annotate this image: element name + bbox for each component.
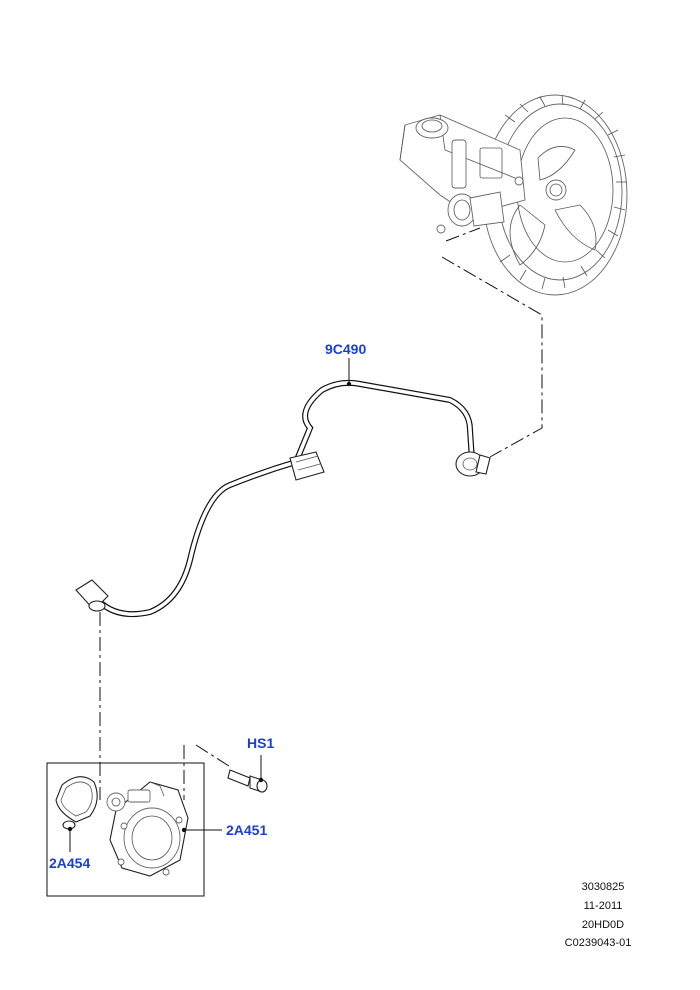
- ref-date: 11-2011: [584, 900, 623, 912]
- brake-booster[interactable]: [399, 94, 628, 296]
- callout-gasket[interactable]: 2A454: [49, 855, 90, 871]
- leader-lines: [99, 227, 543, 800]
- booster-end-fitting: [455, 451, 491, 477]
- callout-bolt[interactable]: HS1: [247, 735, 274, 751]
- ref-number: 3030825: [582, 881, 625, 893]
- reference-info: 3030825 11-2011 20HD0D C0239043-01: [565, 881, 632, 949]
- ref-code: 20HD0D: [582, 919, 624, 931]
- pump-end-fitting: [75, 579, 109, 612]
- callout-pump[interactable]: 2A451: [226, 822, 267, 838]
- ref-image-id: C0239043-01: [565, 937, 632, 949]
- vacuum-hose[interactable]: [75, 379, 491, 618]
- callout-hose[interactable]: 9C490: [325, 341, 366, 357]
- gasket[interactable]: [55, 776, 98, 832]
- vacuum-pump[interactable]: [106, 781, 189, 877]
- hose-connector: [289, 451, 325, 481]
